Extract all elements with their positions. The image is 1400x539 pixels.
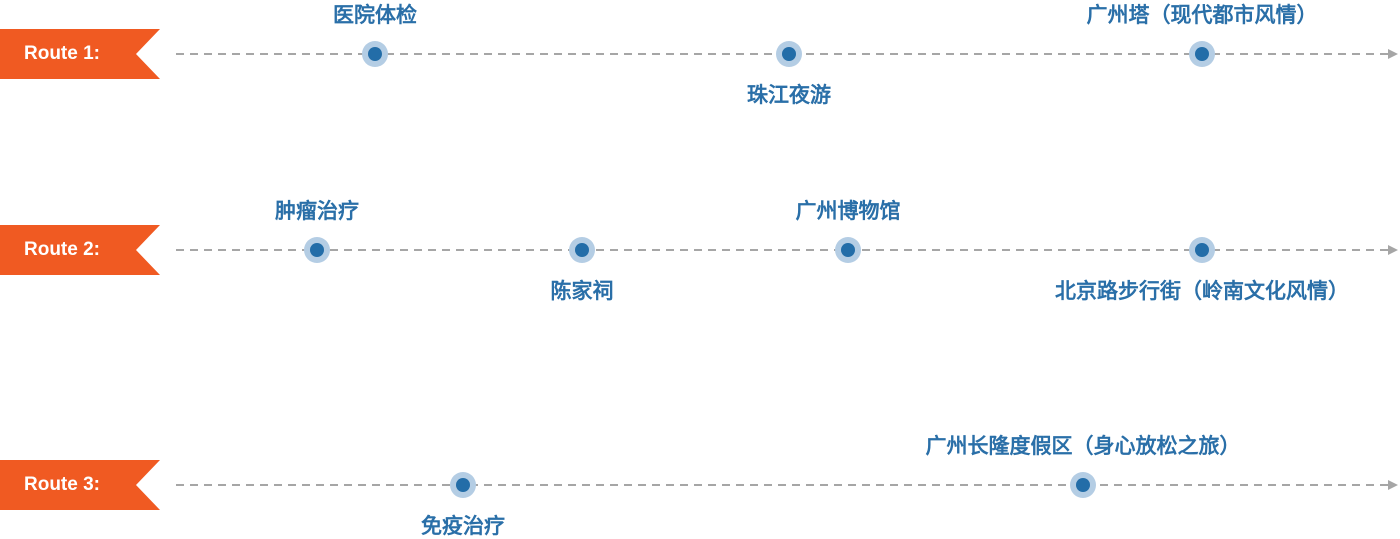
stop-marker-icon [776,41,802,67]
stop-label: 广州长隆度假区（身心放松之旅） [925,434,1241,458]
stop-label: 陈家祠 [550,279,614,303]
stop-marker-icon [304,237,330,263]
stop-marker-icon [1189,41,1215,67]
route-1-arrow-icon [1388,49,1398,59]
route-3-line [176,480,1398,490]
route-2-line [176,245,1398,255]
route-3-tag: Route 3: [0,460,160,510]
stop-label: 珠江夜游 [747,83,831,107]
route-3-arrow-icon [1388,480,1398,490]
stop-label: 广州博物馆 [795,199,901,223]
stop-marker-icon [1189,237,1215,263]
route-2-arrow-icon [1388,245,1398,255]
stop-label: 免疫治疗 [421,514,505,538]
stop-marker-icon [1070,472,1096,498]
stop-label: 北京路步行街（岭南文化风情） [1055,279,1349,303]
stop-marker-icon [450,472,476,498]
stop-label: 医院体检 [333,3,417,27]
stop-marker-icon [835,237,861,263]
stop-marker-icon [362,41,388,67]
route-2-tag: Route 2: [0,225,160,275]
stop-label: 广州塔（现代都市风情） [1086,3,1318,27]
route-1-tag: Route 1: [0,29,160,79]
stop-label: 肿瘤治疗 [275,199,359,223]
stop-marker-icon [569,237,595,263]
